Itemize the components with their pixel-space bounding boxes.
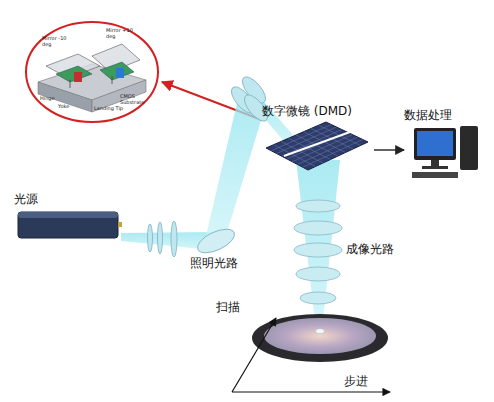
part-label: Yoke — [58, 104, 88, 110]
data-link — [374, 149, 404, 150]
path-label: 扫描 — [216, 300, 240, 314]
path-label: 步进 — [344, 374, 368, 388]
dmd-inset — [26, 22, 158, 122]
wafer-stage — [252, 314, 388, 362]
scan-axis — [232, 318, 276, 392]
imaging-lens — [294, 200, 342, 304]
illumination-lens — [148, 73, 272, 257]
computer-graphic — [404, 122, 490, 196]
part-label: CMOS Substrate — [120, 94, 150, 105]
step-axis — [232, 391, 390, 392]
node-label: 数字微镜 (DMD) — [262, 104, 352, 118]
part-label: Mirror -10 deg — [42, 36, 72, 47]
light-beam — [121, 90, 340, 330]
part-label: Landing Tip — [94, 106, 124, 112]
path-label: 照明光路 — [190, 256, 238, 270]
path-label: 成像光路 — [346, 242, 394, 256]
part-label: Hinge — [40, 96, 70, 102]
node-label: 光源 — [14, 192, 38, 206]
part-label: Mirror +10 deg — [106, 28, 136, 39]
dmd-mirror: 数字微镜 (DMD) — [262, 100, 374, 180]
node-label: 数据处理 — [404, 108, 452, 122]
dmd-graphic — [262, 118, 374, 180]
light-source: 光源 — [14, 188, 122, 252]
computer: 数据处理 — [404, 104, 490, 196]
source-graphic — [14, 206, 122, 252]
